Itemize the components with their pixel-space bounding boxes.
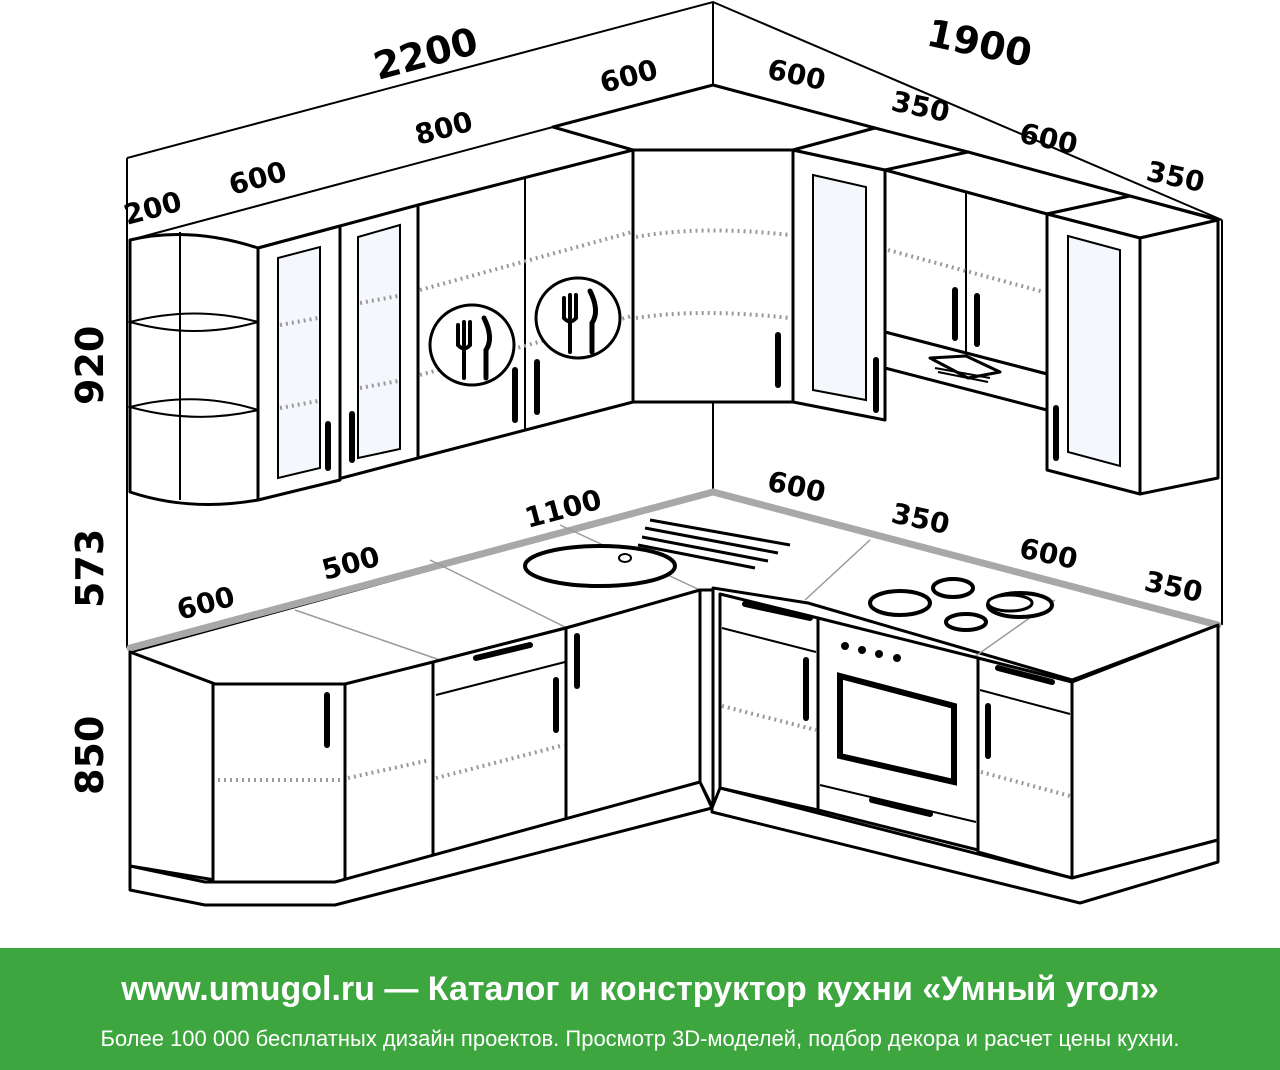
- dim-height-base: 850: [68, 716, 112, 795]
- cooktop: [868, 577, 1054, 632]
- kitchen-drawing: 2200 1900 200 600 800 600 600 350 600 35…: [68, 0, 1223, 907]
- upper-right-end-glass-cabinet: [1045, 194, 1220, 496]
- dim-height-upper: 920: [68, 326, 112, 405]
- base-cabinets-right: [698, 588, 1220, 905]
- dim-total-right: 1900: [923, 11, 1036, 76]
- dim-upper-right-600b: 600: [1017, 117, 1081, 161]
- footer-title[interactable]: www.umugol.ru — Каталог и конструктор ку…: [121, 970, 1159, 1008]
- dim-upper-800: 800: [411, 105, 476, 152]
- upper-right-glass-cabinet: [791, 126, 970, 422]
- dim-upper-right-350b: 350: [1144, 155, 1208, 199]
- dim-base-right-350: 350: [889, 497, 953, 541]
- dim-base-right-600b: 600: [1017, 532, 1081, 576]
- footer-banner: www.umugol.ru — Каталог и конструктор ку…: [0, 948, 1280, 1070]
- upper-corner-cabinet: [551, 83, 877, 404]
- upper-right-hood-cabinet: [883, 150, 1132, 412]
- dim-upper-right-350: 350: [889, 85, 953, 129]
- dim-height-gap: 573: [68, 529, 112, 608]
- upper-cabinet-800: [416, 148, 635, 460]
- dim-upper-right-600: 600: [765, 53, 829, 97]
- cutlery-icon: [562, 288, 598, 355]
- cutlery-icon: [456, 315, 492, 381]
- upper-open-shelf: [126, 232, 262, 506]
- dim-base-right-350b: 350: [1142, 565, 1206, 609]
- dim-upper-200: 200: [120, 185, 185, 232]
- dim-base-right-600: 600: [765, 465, 829, 509]
- sink: [523, 518, 791, 588]
- dim-upper-600-corner: 600: [596, 53, 661, 100]
- dim-upper-600: 600: [225, 155, 290, 202]
- oven: [816, 616, 980, 852]
- base-cabinets-left: [128, 588, 714, 907]
- countertop: [126, 488, 1222, 686]
- footer-subtitle: Более 100 000 бесплатных дизайн проектов…: [100, 1026, 1180, 1051]
- upper-glass-cabinet: [256, 203, 420, 502]
